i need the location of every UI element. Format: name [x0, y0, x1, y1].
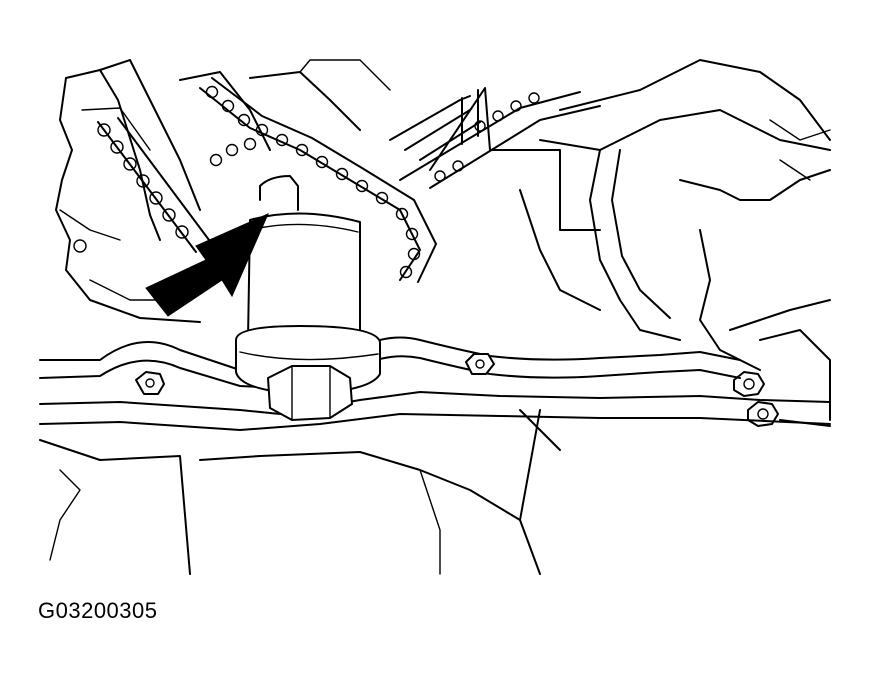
- oil-pan-body: [39, 409, 561, 575]
- oil-pump-base: [235, 325, 381, 421]
- chain-guide: [389, 87, 601, 189]
- flange-bolts: [135, 353, 495, 395]
- oil-pump-sprocket: [247, 175, 361, 347]
- upper-left-casting: [55, 59, 391, 323]
- figure-code-label: G03200305: [38, 598, 158, 623]
- pointer-arrow: [145, 213, 269, 317]
- timing-chain-upper: [199, 77, 437, 283]
- engine-oil-pump-illustration: [39, 59, 831, 575]
- right-bolts: [733, 329, 831, 427]
- timing-chain-left: [97, 117, 213, 253]
- right-casting: [489, 59, 831, 371]
- oil-pan-flange: [39, 336, 831, 431]
